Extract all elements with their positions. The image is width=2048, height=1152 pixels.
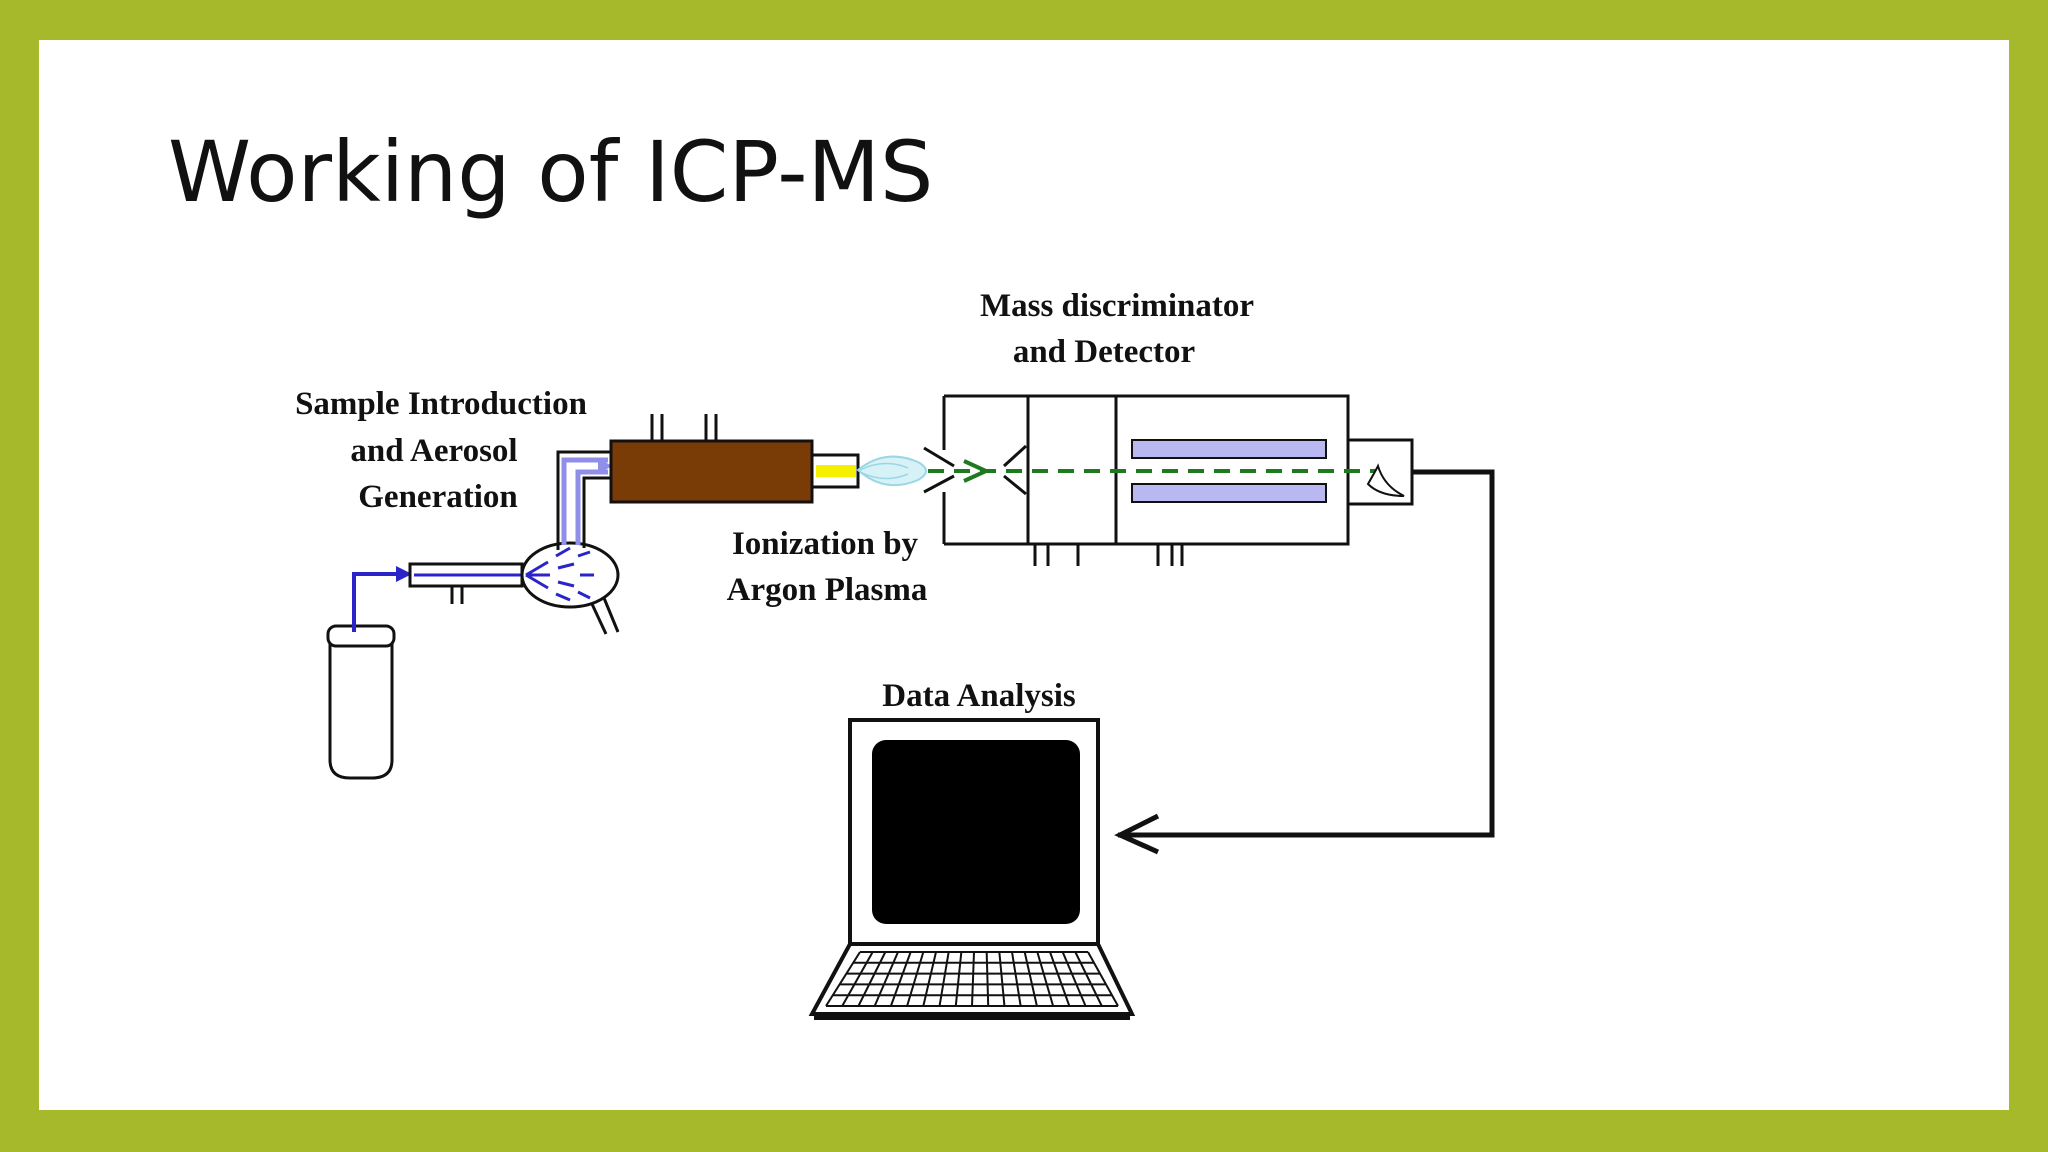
label-mass-disc-line2: and Detector — [1013, 334, 1195, 370]
flow-arrow-icon — [598, 458, 612, 474]
keyboard-icon — [825, 951, 1119, 1007]
label-ionization-line1: Ionization by — [732, 526, 919, 562]
signal-cable — [1114, 469, 1495, 855]
label-mass-discriminator: Mass discriminator and Detector — [980, 288, 1254, 370]
sample-uptake-tube — [352, 566, 412, 632]
label-sample-introduction: Sample Introduction and Aerosol Generati… — [295, 386, 587, 515]
label-data-analysis: Data Analysis — [882, 678, 1076, 714]
sampler-skimmer-cones — [923, 444, 1028, 496]
arrow-left-icon — [1114, 813, 1160, 855]
plasma-torch — [609, 414, 860, 504]
quadrupole-rods — [1131, 439, 1327, 503]
computer-screen — [872, 740, 1080, 924]
aerosol-spray-icon — [525, 546, 594, 602]
laptop-computer — [808, 718, 1136, 1020]
label-sample-intro-line1: Sample Introduction — [295, 386, 587, 422]
nebulizer — [408, 562, 524, 604]
detector-icon — [1366, 463, 1405, 497]
ion-beam-arrow-icon — [963, 459, 991, 483]
sample-bottle — [326, 624, 396, 780]
label-ionization: Ionization by Argon Plasma — [727, 526, 928, 608]
slide-title: Working of ICP-MS — [168, 123, 934, 221]
label-mass-disc-line1: Mass discriminator — [980, 288, 1254, 324]
label-sample-intro-line3: Generation — [358, 479, 517, 515]
spray-chamber — [520, 541, 620, 635]
aerosol-transfer-tube — [561, 457, 612, 545]
argon-plasma-plume — [856, 455, 927, 487]
ion-beam — [928, 459, 1378, 483]
label-sample-intro-line2: and Aerosol — [350, 433, 517, 469]
mass-spectrometer — [942, 394, 1414, 566]
flow-arrow-icon — [396, 566, 412, 582]
label-ionization-line2: Argon Plasma — [727, 572, 928, 608]
